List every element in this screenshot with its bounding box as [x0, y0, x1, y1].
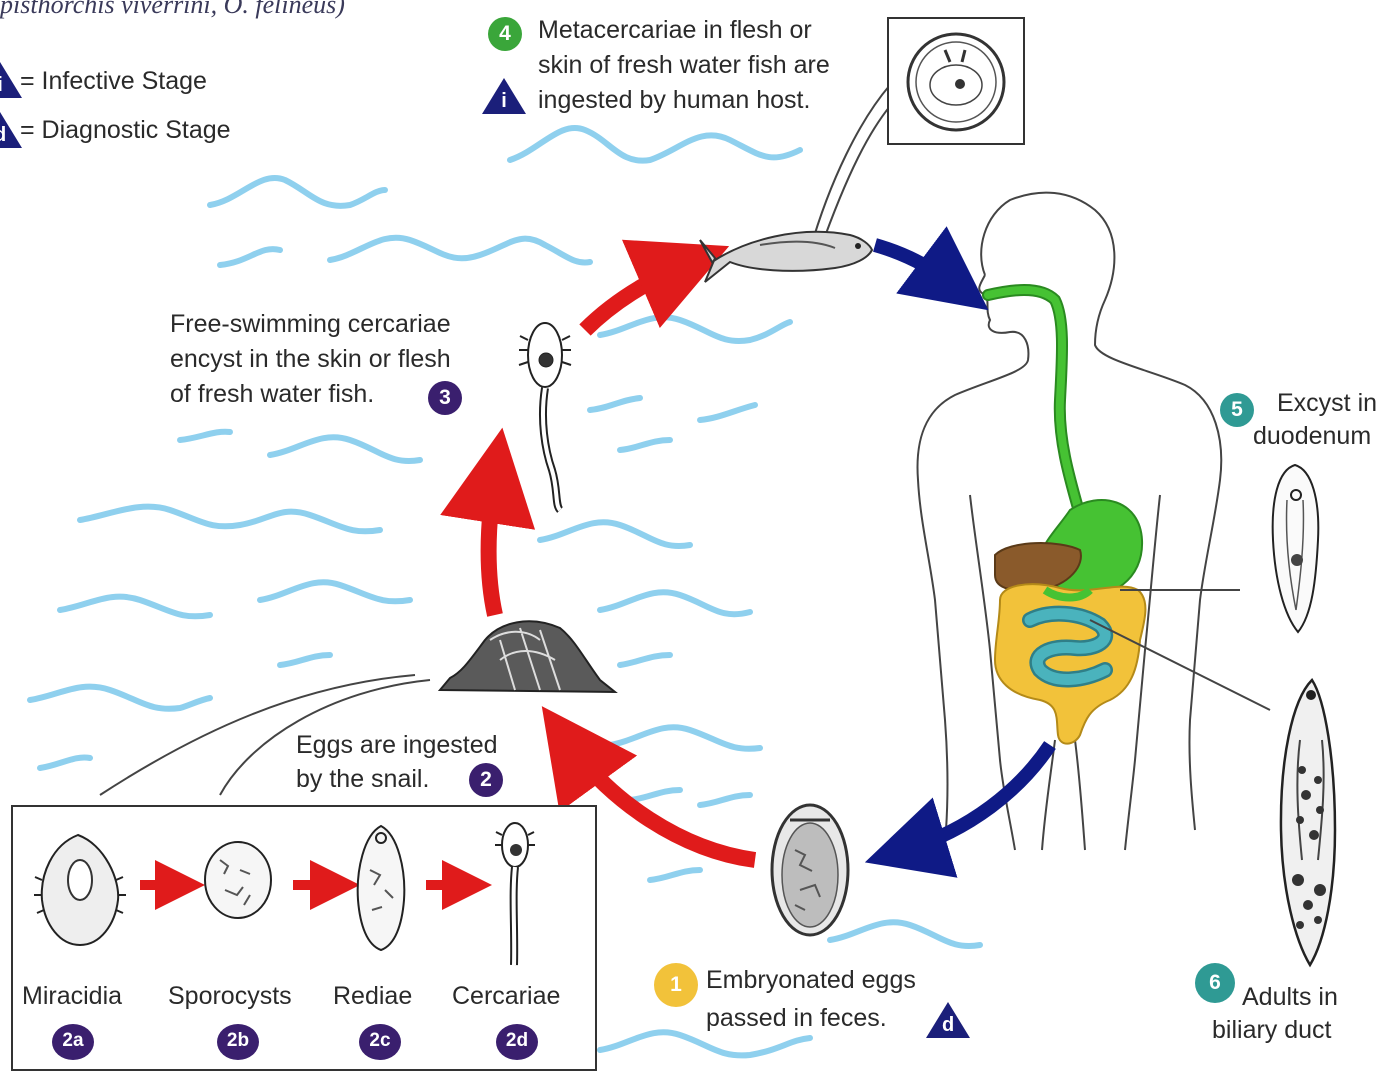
step-5-badge: 5 [1220, 393, 1254, 427]
step-3-line2: encyst in the skin or flesh [170, 342, 451, 376]
infective-symbol: i [0, 74, 6, 97]
step-4-line3: ingested by human host. [538, 83, 810, 117]
arrow-egg-to-snail [570, 745, 755, 860]
step-1-tri-symbol: d [942, 1014, 954, 1037]
infective-stage-icon: i [0, 62, 22, 98]
arrow-human-to-egg [905, 745, 1050, 850]
step-2-badge: 2 [469, 763, 503, 797]
arrow-snail-to-cercaria [489, 475, 495, 615]
diagnostic-stage-icon: d [0, 112, 22, 148]
arrow-fish-to-human [875, 245, 955, 285]
stage-2b-label: Sporocysts [168, 979, 292, 1013]
species-header: pisthorchis viverrini, O. felineus) [0, 0, 345, 20]
legend-diagnostic-label: = Diagnostic Stage [20, 113, 231, 147]
step-6-line1: Adults in [1242, 980, 1338, 1014]
snail-drawing [440, 621, 615, 692]
egg-drawing [772, 805, 848, 935]
step-6-line2: biliary duct [1212, 1013, 1332, 1047]
step-5-line2: duodenum [1253, 419, 1371, 453]
sporocyst-drawing [205, 842, 271, 918]
step-3-line1: Free-swimming cercariae [170, 307, 451, 341]
step-4-line2: skin of fresh water fish are [538, 48, 830, 82]
stage-2d-label: Cercariae [452, 979, 560, 1013]
step-1-line1: Embryonated eggs [706, 963, 916, 997]
step-4-badge: 4 [488, 17, 522, 51]
step-4-line1: Metacercariae in flesh or [538, 13, 812, 47]
stage-2d-badge: 2d [496, 1024, 538, 1060]
stage-2b-badge: 2b [217, 1024, 259, 1060]
stage-2c-badge: 2c [359, 1024, 401, 1060]
legend-infective-label: = Infective Stage [20, 64, 207, 98]
stage-2c-label: Rediae [333, 979, 412, 1013]
step-5-line1: Excyst in [1277, 386, 1377, 420]
step-6-badge: 6 [1195, 963, 1235, 1003]
stage-2a-label: Miracidia [22, 979, 122, 1013]
adult-worm-drawing [1281, 680, 1335, 965]
excysted-larva-drawing [1273, 465, 1319, 632]
step-4-tri-symbol: i [498, 90, 510, 113]
step-2-line1: Eggs are ingested [296, 728, 498, 762]
stage-2a-badge: 2a [52, 1024, 94, 1060]
step-3-badge: 3 [428, 381, 462, 415]
diagnostic-symbol: d [0, 124, 6, 147]
step-1-diagnostic-icon: d [926, 1002, 970, 1038]
metacercaria-figure [888, 18, 1024, 144]
step-2-line2: by the snail. [296, 762, 429, 796]
step-3-line3: of fresh water fish. [170, 377, 374, 411]
step-1-badge: 1 [654, 963, 698, 1007]
cercaria-drawing [519, 323, 571, 510]
fish-drawing [700, 232, 872, 282]
step-1-line2: passed in feces. [706, 1001, 887, 1035]
step-4-infective-icon: i [482, 78, 526, 114]
